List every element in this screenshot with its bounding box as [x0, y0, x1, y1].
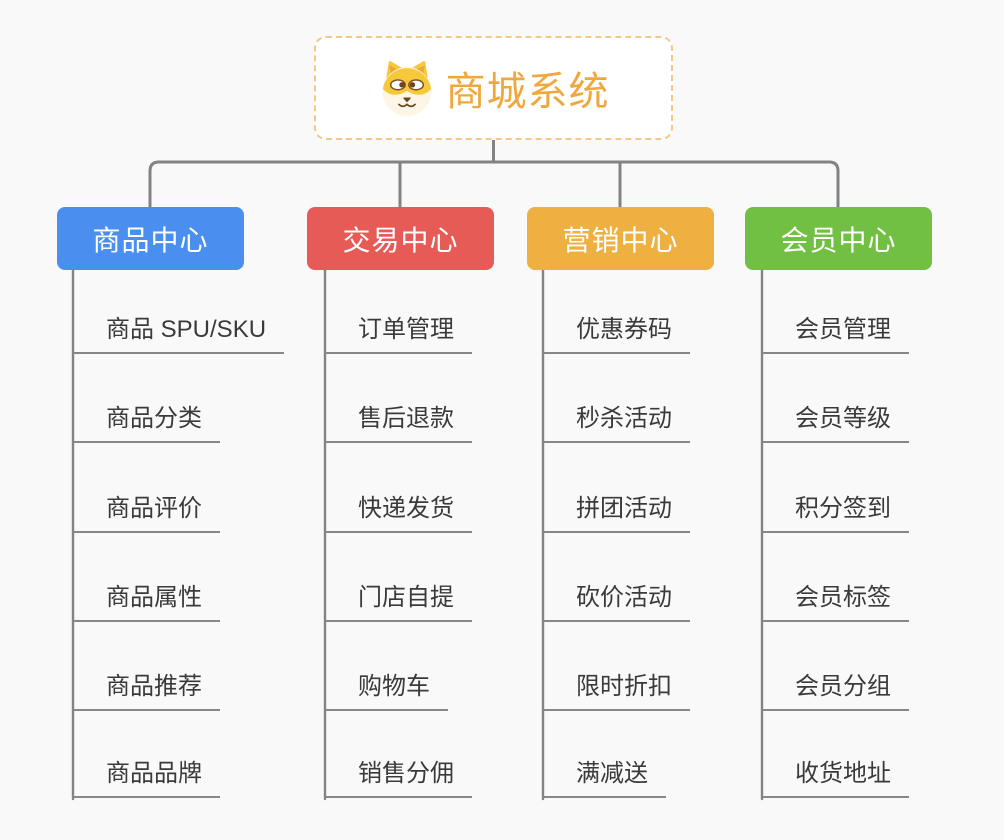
leaf-node[interactable]: 商品属性 — [72, 583, 220, 622]
leaf-node[interactable]: 商品评价 — [72, 494, 220, 533]
leaf-node[interactable]: 秒杀活动 — [542, 404, 690, 443]
leaf-node[interactable]: 优惠券码 — [542, 315, 690, 354]
leaf-node[interactable]: 限时折扣 — [542, 672, 690, 711]
leaf-node[interactable]: 会员标签 — [761, 583, 909, 622]
branch-label: 营销中心 — [562, 224, 679, 256]
leaf-node[interactable]: 会员分组 — [761, 672, 909, 711]
leaf-node[interactable]: 积分签到 — [761, 494, 909, 533]
leaf-node[interactable]: 销售分佣 — [324, 759, 472, 798]
leaf-node[interactable]: 商品 SPU/SKU — [72, 315, 285, 354]
leaf-node[interactable]: 购物车 — [324, 672, 448, 711]
leaf-node[interactable]: 订单管理 — [324, 315, 472, 354]
leaf-node[interactable]: 商品分类 — [72, 404, 220, 443]
branch-label: 会员中心 — [780, 224, 897, 256]
leaf-node[interactable]: 商品推荐 — [72, 672, 220, 711]
root-title: 商城系统 — [445, 70, 610, 114]
leaf-node[interactable]: 砍价活动 — [542, 583, 690, 622]
branch-label: 交易中心 — [342, 224, 459, 256]
branch-label: 商品中心 — [92, 224, 209, 256]
leaf-node[interactable]: 售后退款 — [324, 404, 472, 443]
leaf-node[interactable]: 拼团活动 — [542, 494, 690, 533]
leaf-node[interactable]: 会员管理 — [761, 315, 909, 354]
dog-icon — [378, 58, 436, 118]
leaf-node[interactable]: 快递发货 — [324, 494, 472, 533]
branch-node-marketing-center[interactable]: 营销中心 — [527, 207, 714, 270]
leaf-node[interactable]: 收货地址 — [761, 759, 909, 798]
branch-node-member-center[interactable]: 会员中心 — [745, 207, 932, 270]
root-node[interactable]: 商城系统 — [314, 36, 673, 140]
branch-node-product-center[interactable]: 商品中心 — [57, 207, 244, 270]
leaf-node[interactable]: 门店自提 — [324, 583, 472, 622]
leaf-node[interactable]: 满减送 — [542, 759, 666, 798]
leaf-node[interactable]: 会员等级 — [761, 404, 909, 443]
leaf-node[interactable]: 商品品牌 — [72, 759, 220, 798]
branch-node-trade-center[interactable]: 交易中心 — [307, 207, 494, 270]
